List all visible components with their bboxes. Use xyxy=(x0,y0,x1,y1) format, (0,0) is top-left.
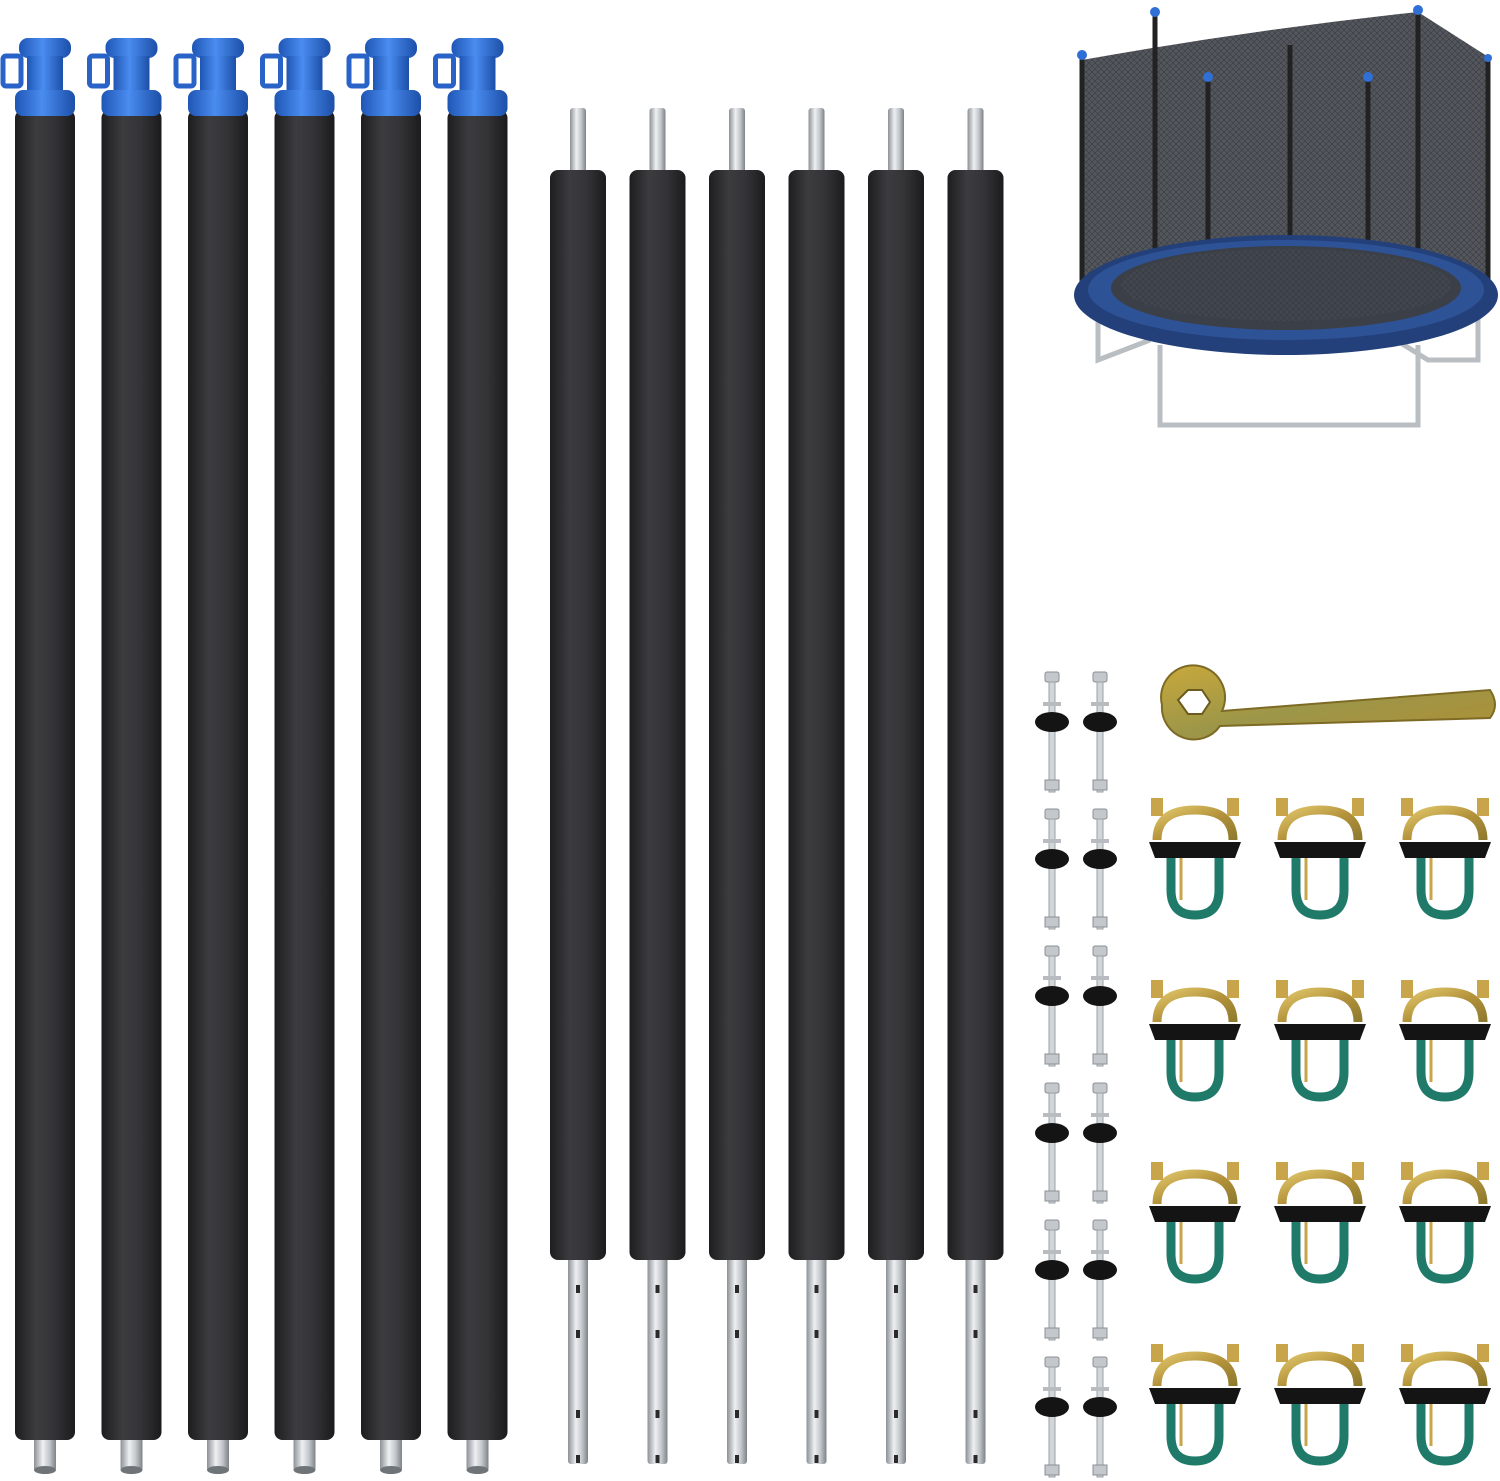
blue-cap xyxy=(433,38,508,116)
screw xyxy=(1035,1219,1069,1341)
u-bolt-bracket xyxy=(1149,798,1241,920)
lower-pole xyxy=(868,108,924,1464)
enclosure-net xyxy=(1082,12,1490,313)
upper-pole xyxy=(173,38,248,1474)
brackets-group xyxy=(1149,798,1491,1466)
hex-wrench xyxy=(1160,664,1496,741)
u-bolt-bracket xyxy=(1149,1344,1241,1466)
net-pole-caps xyxy=(1077,5,1492,82)
screw xyxy=(1083,1356,1117,1478)
u-bolt-bracket xyxy=(1399,1162,1491,1284)
screw xyxy=(1083,1219,1117,1341)
hex-socket xyxy=(1176,689,1212,715)
upper-poles-group xyxy=(0,38,508,1474)
blue-cap xyxy=(0,38,75,116)
screw xyxy=(1035,945,1069,1067)
upper-pole xyxy=(433,38,508,1474)
blue-cap xyxy=(87,38,162,116)
u-bolt-bracket xyxy=(1274,980,1366,1102)
screw xyxy=(1083,671,1117,793)
upper-pole xyxy=(260,38,335,1474)
screw xyxy=(1035,671,1069,793)
u-bolt-bracket xyxy=(1274,798,1366,920)
lower-poles-group xyxy=(550,108,1004,1464)
blue-cap xyxy=(173,38,248,116)
screw xyxy=(1035,1356,1069,1478)
lower-pole xyxy=(788,108,845,1464)
trampoline-legs xyxy=(1095,318,1481,428)
upper-pole xyxy=(87,38,162,1474)
u-bolt-bracket xyxy=(1274,1162,1366,1284)
u-bolt-bracket xyxy=(1399,798,1491,920)
u-bolt-bracket xyxy=(1399,1344,1491,1466)
blue-cap xyxy=(260,38,335,116)
screw xyxy=(1035,808,1069,930)
lower-pole xyxy=(629,108,686,1464)
screws-group xyxy=(1035,671,1117,1478)
screw xyxy=(1035,1082,1069,1204)
screw xyxy=(1083,808,1117,930)
lower-pole xyxy=(550,108,606,1464)
lower-pole xyxy=(947,108,1004,1464)
u-bolt-bracket xyxy=(1274,1344,1366,1466)
upper-pole xyxy=(0,38,75,1474)
blue-cap xyxy=(346,38,421,116)
screw xyxy=(1083,945,1117,1067)
u-bolt-bracket xyxy=(1149,1162,1241,1284)
u-bolt-bracket xyxy=(1399,980,1491,1102)
trampoline-illustration xyxy=(1074,5,1498,428)
u-bolt-bracket xyxy=(1149,980,1241,1102)
screw xyxy=(1083,1082,1117,1204)
lower-pole xyxy=(709,108,765,1464)
upper-pole xyxy=(346,38,421,1474)
